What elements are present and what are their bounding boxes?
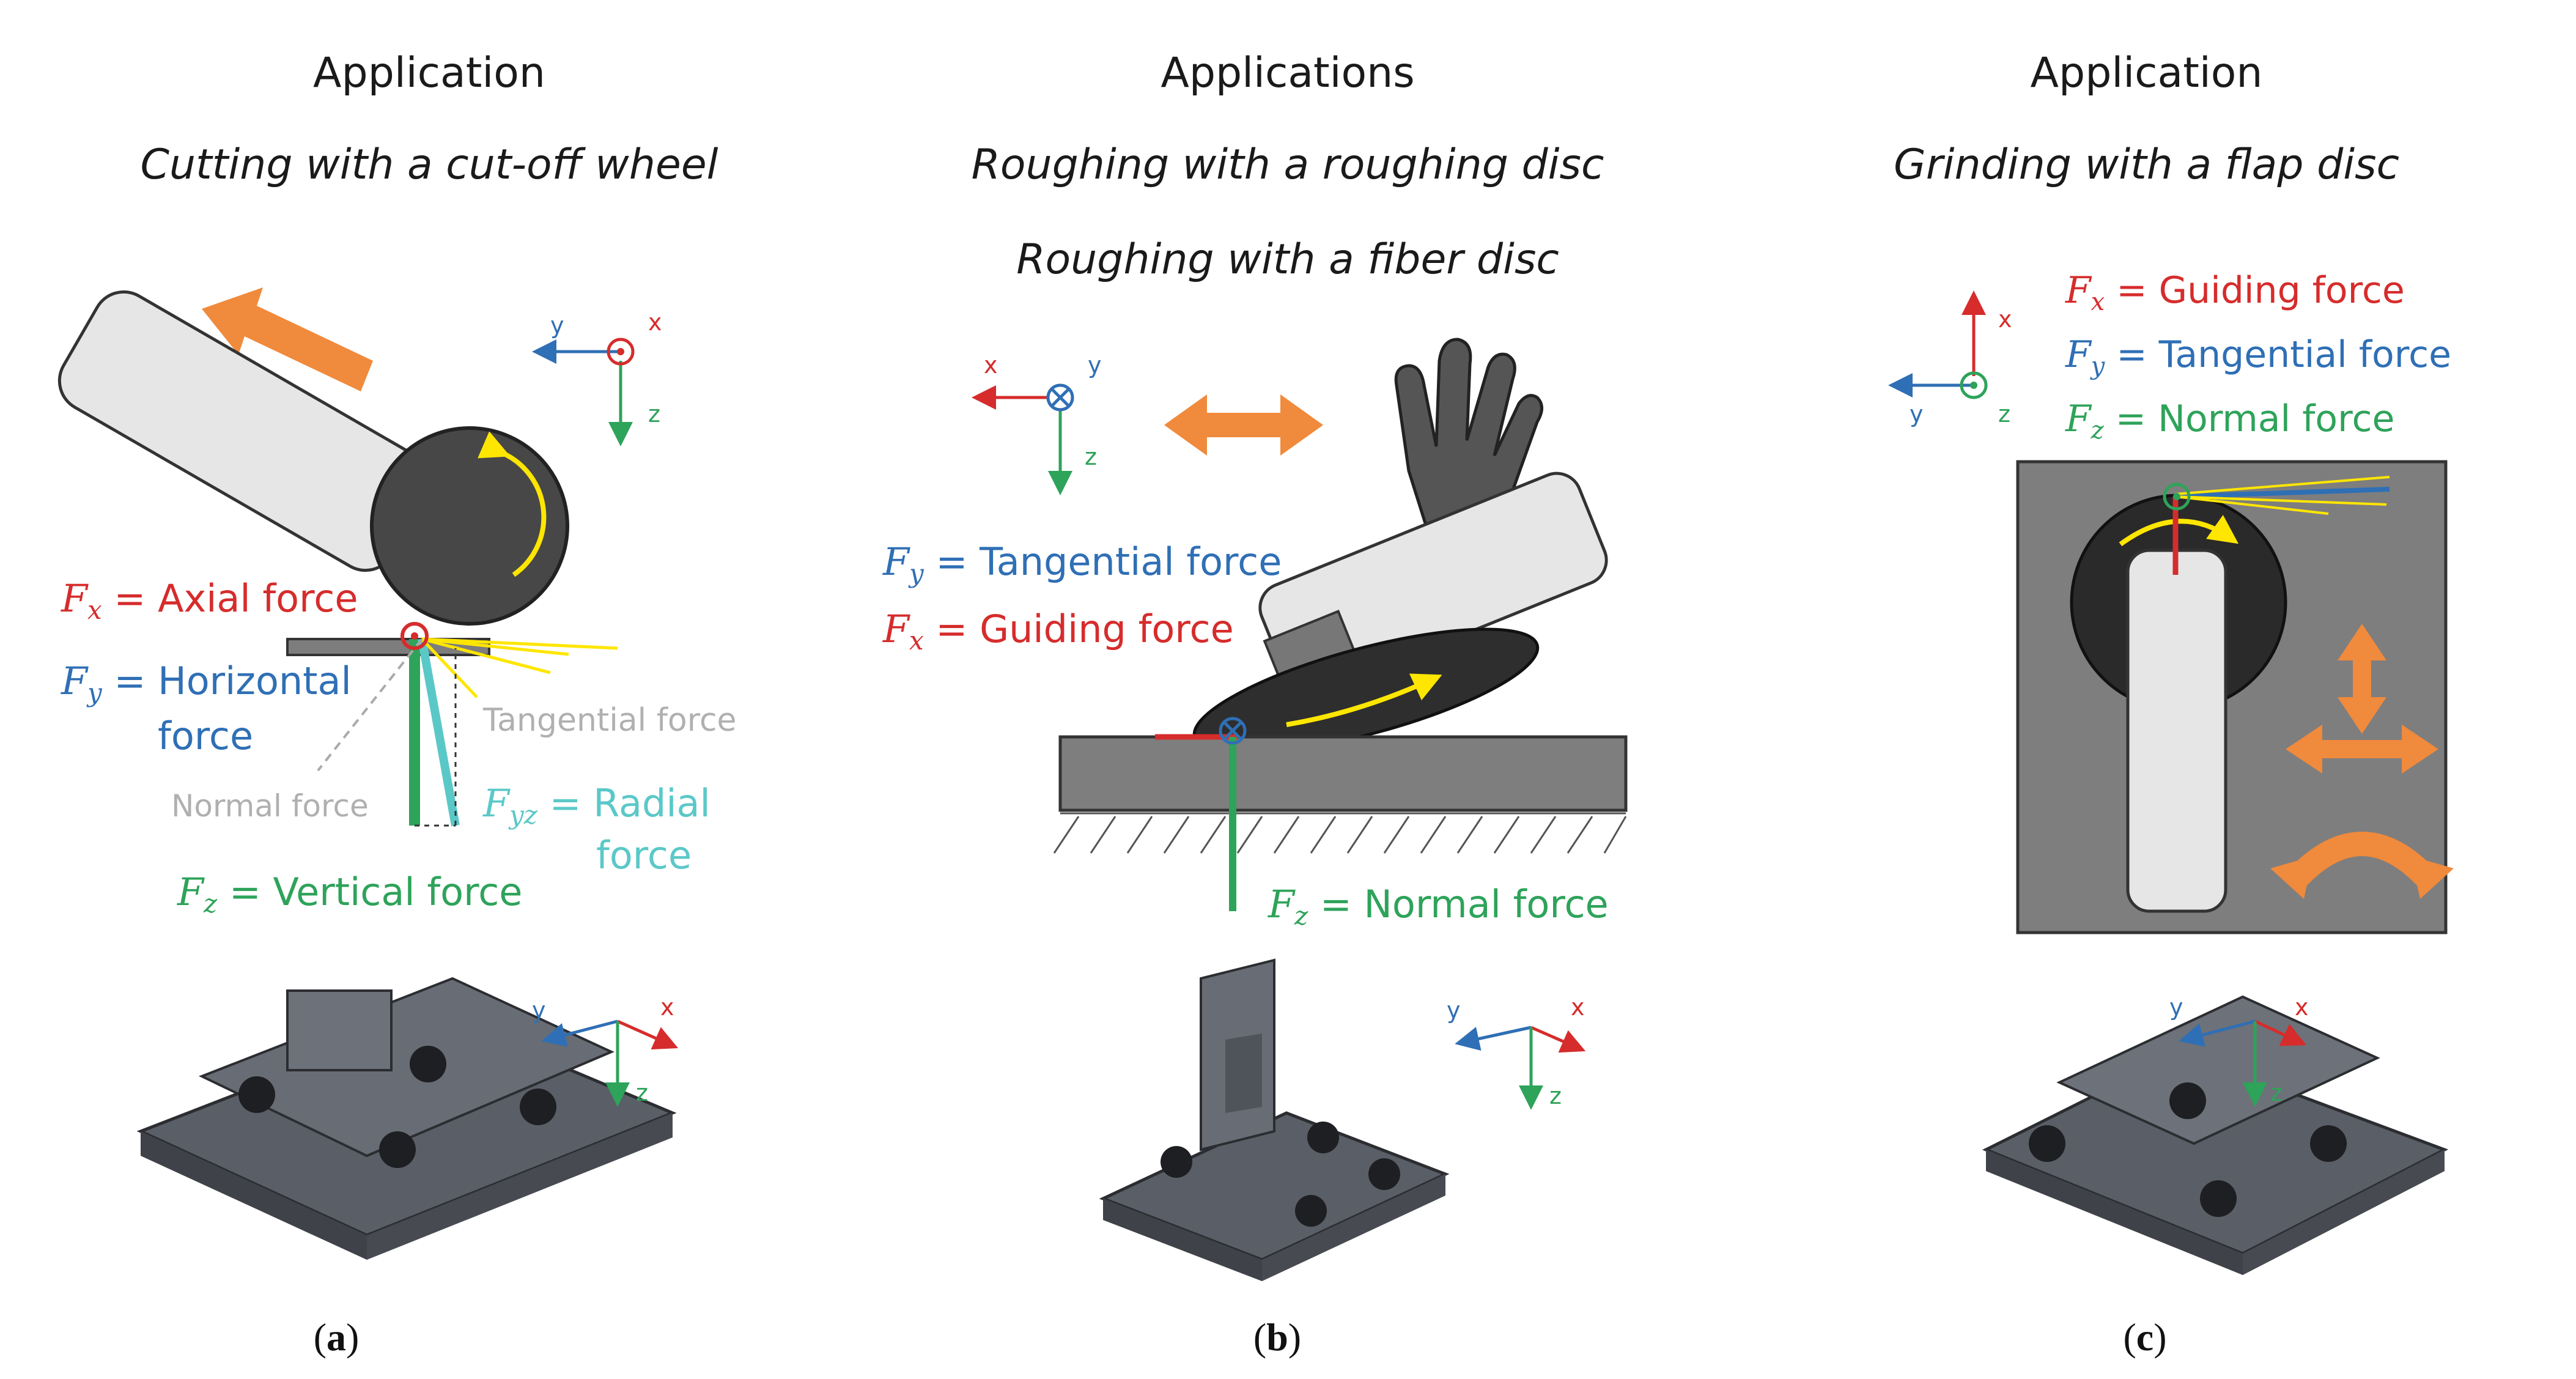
svg-text:x: x [2295, 994, 2309, 1021]
svg-text:y: y [1088, 352, 1102, 379]
label-fx-c: Fx = Guiding force [2065, 269, 2405, 316]
panel-b-subtitle-1: Roughing with a roughing disc [971, 141, 1604, 189]
label-fy-b: Fy = Tangential force [882, 539, 1282, 588]
svg-text:x: x [984, 352, 998, 379]
svg-text:z: z [648, 401, 660, 427]
label-fz-a: Fz = Vertical force [177, 870, 522, 919]
label-fx-a: Fx = Axial force [61, 576, 358, 625]
label-fz-b: Fz = Normal force [1268, 882, 1609, 931]
panel-a-subtitle: Cutting with a cut-off wheel [140, 141, 718, 189]
rotation-arrow-icon [478, 431, 547, 577]
double-arrow-icon [1164, 394, 1323, 456]
svg-text:y: y [2169, 994, 2183, 1021]
force-platform-b [1099, 958, 1450, 1281]
axial-force-marker [400, 622, 429, 650]
axes-top-a: y x z [532, 309, 662, 446]
label-fy-c: Fy = Tangential force [2065, 333, 2451, 380]
svg-text:x: x [1571, 994, 1585, 1021]
tangential-force-line [2175, 487, 2390, 499]
label-tangential-a: Tangential force [482, 702, 737, 739]
swivel-motion-arrow-icon [2286, 832, 2438, 889]
svg-text:z: z [2270, 1079, 2283, 1106]
force-platform-c [1982, 995, 2449, 1275]
svg-text:z: z [636, 1079, 648, 1106]
svg-text:x: x [660, 994, 674, 1021]
motion-arrow-icon [202, 287, 373, 391]
caption-c: (c) [2123, 1315, 2167, 1359]
cutoff-wheel [370, 426, 569, 626]
axes-bottom-b: y x z [1447, 994, 1586, 1110]
panel-c-subtitle: Grinding with a flap disc [1894, 141, 2399, 189]
axes-top-b: x y z [972, 352, 1102, 495]
panel-a-heading: Application [313, 49, 545, 97]
panel-a-diagram: y x z Fx = Axial force Fy = Horizontal f… [57, 287, 737, 1260]
label-fy-a: Fy = Horizontal [61, 659, 352, 708]
force-platform-a [136, 977, 677, 1260]
label-fyz-a: Fyz = Radial [482, 781, 710, 830]
label-normal-a: Normal force [171, 788, 369, 824]
caption-a: (a) [313, 1315, 360, 1359]
svg-text:y: y [550, 312, 564, 339]
svg-text:y: y [532, 997, 546, 1024]
panel-a: Application Cutting with a cut-off wheel [0, 0, 858, 1379]
panel-b-subtitle-2: Roughing with a fiber disc [1016, 235, 1559, 284]
svg-text:y: y [1910, 401, 1924, 427]
label-fy-a-line2: force [158, 714, 253, 758]
radial-force-line [418, 638, 460, 827]
svg-text:z: z [1549, 1082, 1562, 1109]
label-fz-c: Fz = Normal force [2065, 397, 2394, 445]
tangential-ray [421, 638, 478, 698]
svg-text:z: z [1085, 443, 1097, 470]
grinder-handle [2126, 549, 2227, 913]
vertical-motion-arrow-icon [2338, 624, 2386, 734]
panel-c-heading: Application [2030, 49, 2263, 97]
svg-text:z: z [1998, 401, 2010, 427]
svg-text:x: x [1998, 306, 2012, 333]
svg-text:y: y [1447, 997, 1461, 1024]
panel-b-heading: Applications [1161, 49, 1415, 97]
caption-b: (b) [1253, 1315, 1302, 1359]
panel-c: Application Grinding with a flap disc y … [1717, 0, 2576, 1379]
panel-b: Applications Roughing with a roughing di… [858, 0, 1717, 1379]
rotation-arrow-icon [1286, 673, 1442, 727]
label-fyz-a-line2: force [596, 833, 692, 878]
normal-force-dashed [317, 638, 423, 772]
axes-bottom-a: y x z [532, 994, 679, 1107]
ground-hatching [1053, 812, 1627, 854]
panel-c-diagram: y x z Fx = Guiding force Fy = Tangential… [1888, 269, 2454, 1275]
svg-text:x: x [648, 309, 662, 336]
panel-b-diagram: x y z [882, 338, 1628, 1281]
label-fx-b: Fx = Guiding force [882, 607, 1234, 656]
axes-top-c: y x z [1888, 290, 2012, 427]
axes-bottom-c: y x z [2169, 994, 2309, 1107]
workpiece-block [1058, 735, 1628, 812]
horizontal-motion-arrow-icon [2286, 725, 2438, 774]
